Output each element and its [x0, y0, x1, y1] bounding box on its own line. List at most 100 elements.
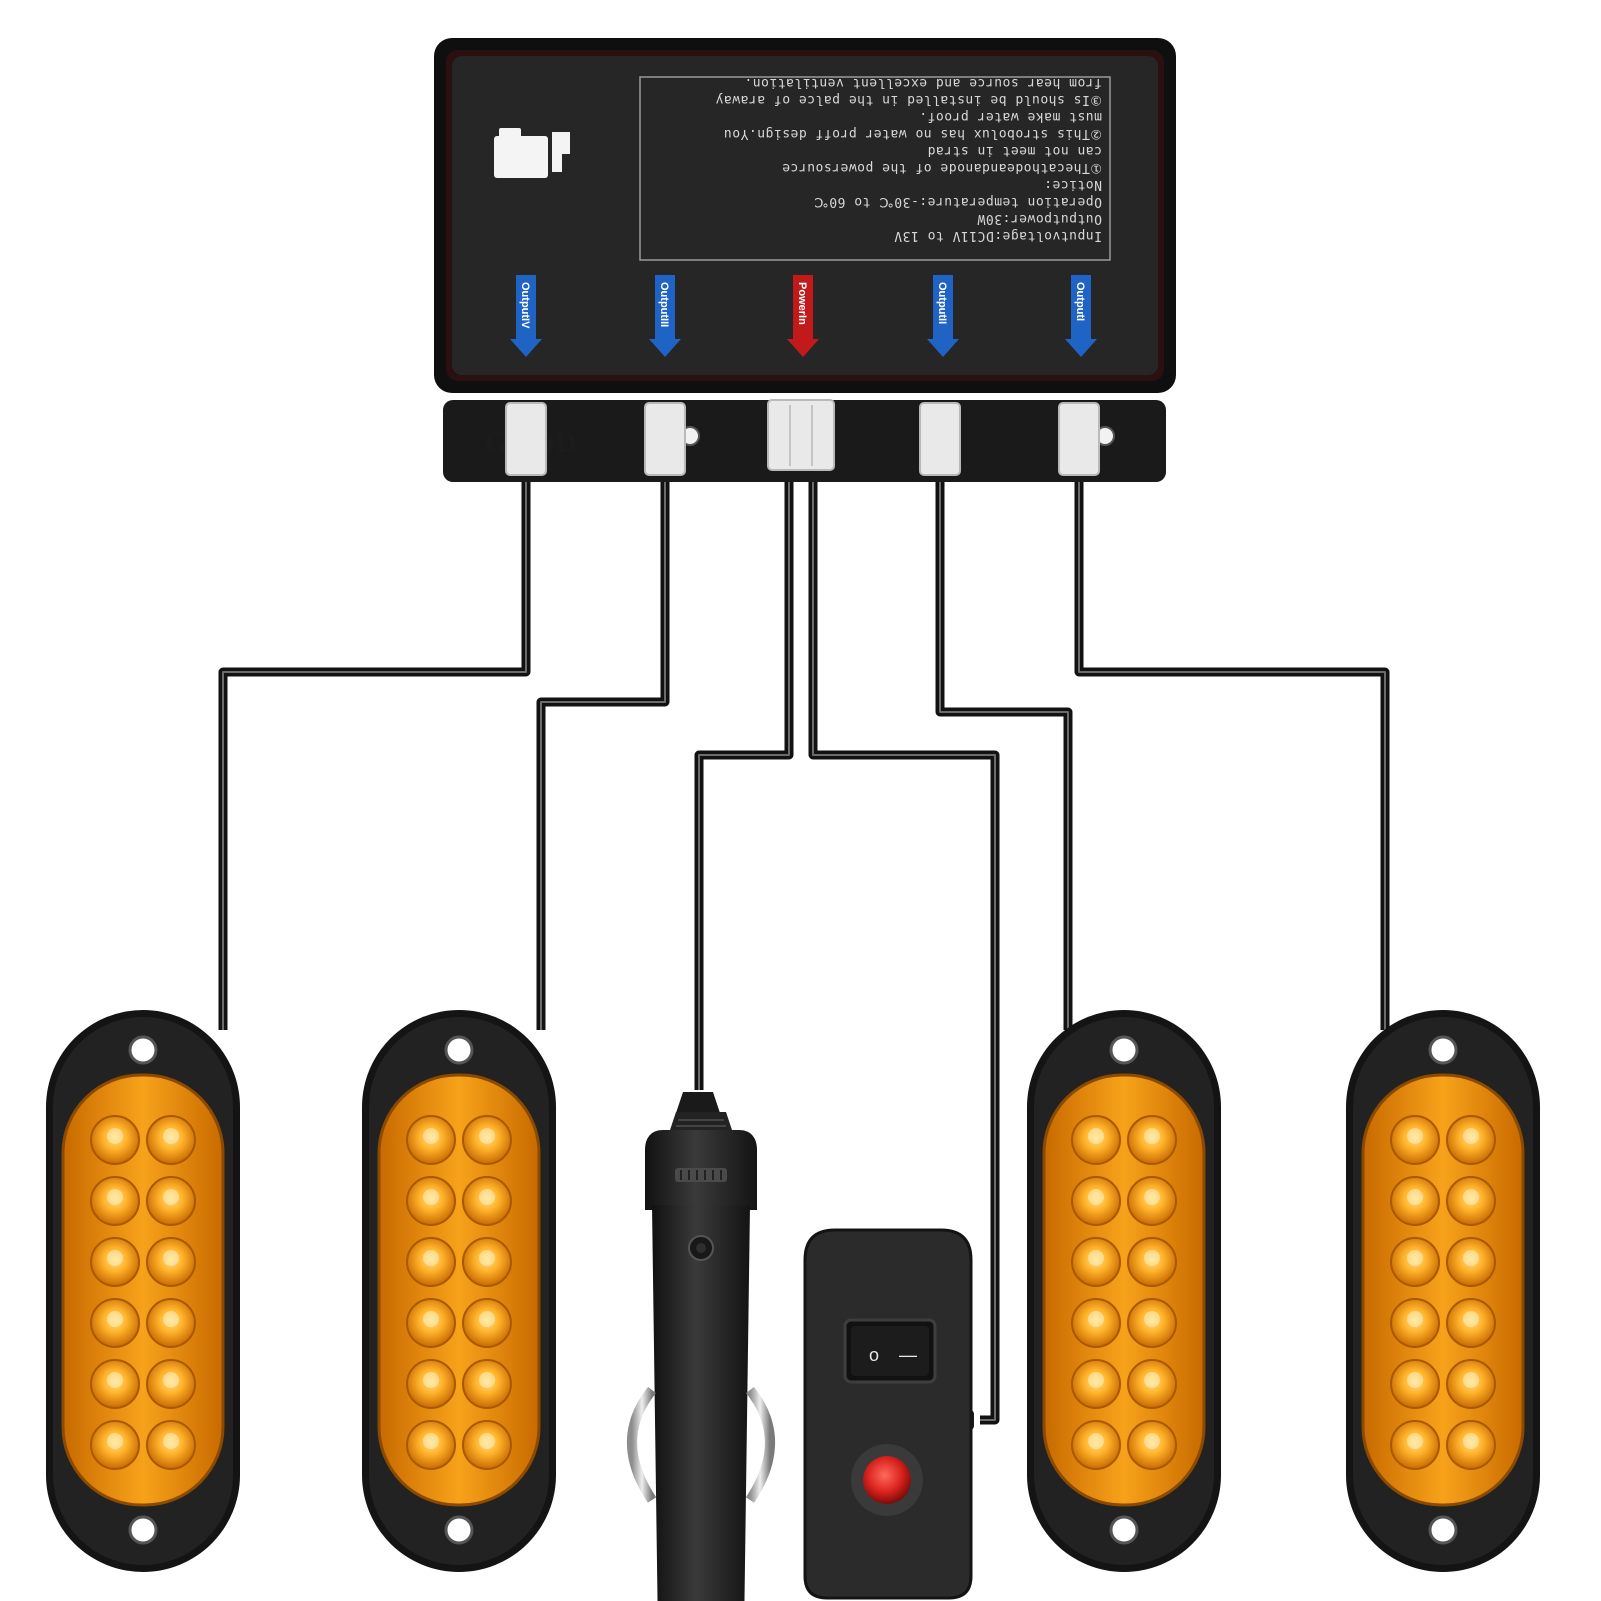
- switch-body: [803, 1228, 973, 1600]
- led-highlight: [1463, 1250, 1479, 1266]
- plug-cable-boot: [675, 1092, 721, 1116]
- led-highlight: [423, 1372, 439, 1388]
- notice-line: Operation temperature:-30℃ to 60℃: [814, 194, 1102, 209]
- notice-line: must make water proof.: [919, 109, 1102, 124]
- notice-line: ②This strobolux has no water proff desig…: [723, 126, 1102, 141]
- mount-hole-icon: [1428, 1035, 1458, 1065]
- led-highlight: [479, 1189, 495, 1205]
- led-highlight: [107, 1372, 123, 1388]
- led-highlight: [1144, 1433, 1160, 1449]
- led-highlight: [1407, 1311, 1423, 1327]
- strobe-lights: [46, 1010, 1540, 1572]
- port-label: PowerIn: [796, 282, 808, 325]
- led-highlight: [479, 1433, 495, 1449]
- strobe-light-module: [1346, 1010, 1540, 1572]
- led-highlight: [107, 1311, 123, 1327]
- led-highlight: [1144, 1189, 1160, 1205]
- led-highlight: [107, 1433, 123, 1449]
- led-highlight: [1407, 1128, 1423, 1144]
- notice-label-text: Inputvoltage:DC11V to 13V Outputpower:30…: [715, 75, 1102, 243]
- connector-outputIV: [505, 402, 547, 476]
- plug-spring-contact-left: [627, 1386, 657, 1503]
- plug-grip-ridges: [675, 1168, 727, 1182]
- mount-hole-icon: [444, 1035, 474, 1065]
- port-label: OutputIII: [658, 282, 670, 327]
- wiring-harness: [218, 478, 1390, 1425]
- mount-hole-icon: [1109, 1515, 1139, 1545]
- led-highlight: [1088, 1189, 1104, 1205]
- mount-hole-icon: [128, 1515, 158, 1545]
- port-label: OutputI: [1074, 282, 1086, 321]
- notice-line: Notice:: [1044, 177, 1102, 192]
- led-highlight: [1088, 1372, 1104, 1388]
- led-highlight: [1407, 1433, 1423, 1449]
- notice-line: ①Thecathodeandanode of the powersource: [782, 160, 1102, 175]
- port-label: OutputIV: [519, 282, 531, 329]
- led-highlight: [1088, 1311, 1104, 1327]
- amber-lens: [1361, 1073, 1525, 1507]
- amber-lens: [1042, 1073, 1206, 1507]
- notice-line: ③Is should be installed in the palce of …: [715, 92, 1102, 107]
- led-highlight: [163, 1189, 179, 1205]
- port-connectors: [505, 399, 1100, 476]
- notice-line: Inputvoltage:DC11V to 13V: [894, 228, 1102, 243]
- port-arrow-outputIII: OutputIII: [649, 275, 681, 357]
- red-push-button[interactable]: [863, 1456, 911, 1504]
- led-highlight: [1463, 1189, 1479, 1205]
- led-highlight: [1463, 1128, 1479, 1144]
- plug-body: [652, 1205, 750, 1601]
- port-label: OutputII: [936, 282, 948, 324]
- controller-panel: [452, 56, 1158, 375]
- led-highlight: [163, 1128, 179, 1144]
- port-arrow-outputIV: OutputIV: [510, 275, 542, 357]
- connector-outputIII: [644, 402, 686, 476]
- led-highlight: [423, 1189, 439, 1205]
- mount-hole-icon: [128, 1035, 158, 1065]
- led-highlight: [107, 1189, 123, 1205]
- led-highlight: [107, 1128, 123, 1144]
- led-highlight: [1144, 1250, 1160, 1266]
- strobe-controller-box: GOOD Inputvoltage:DC11V to 13V Outputpow…: [434, 38, 1176, 482]
- led-highlight: [423, 1433, 439, 1449]
- port-arrow-outputI: OutputI: [1065, 275, 1097, 357]
- led-highlight: [479, 1372, 495, 1388]
- strobe-light-module: [362, 1010, 556, 1572]
- notice-line: from hear source and excellent ventilati…: [744, 75, 1102, 90]
- led-highlight: [1463, 1433, 1479, 1449]
- led-highlight: [1144, 1311, 1160, 1327]
- notice-line: Outputpower:30W: [977, 211, 1102, 226]
- led-highlight: [479, 1311, 495, 1327]
- cigarette-lighter-plug: [627, 1092, 775, 1601]
- port-arrow-power-in: PowerIn: [787, 275, 819, 357]
- connector-outputI: [1058, 402, 1100, 476]
- led-highlight: [1088, 1250, 1104, 1266]
- device-pictogram-icon: [494, 128, 570, 178]
- switch-off-mark: o: [869, 1345, 879, 1365]
- led-highlight: [423, 1311, 439, 1327]
- led-highlight: [1144, 1372, 1160, 1388]
- amber-lens: [61, 1073, 225, 1507]
- led-highlight: [1088, 1433, 1104, 1449]
- led-highlight: [479, 1128, 495, 1144]
- strobe-light-module: [46, 1010, 240, 1572]
- amber-lens: [377, 1073, 541, 1507]
- switch-on-mark: —: [899, 1345, 917, 1365]
- led-highlight: [163, 1250, 179, 1266]
- led-highlight: [163, 1311, 179, 1327]
- led-highlight: [479, 1250, 495, 1266]
- led-highlight: [1407, 1250, 1423, 1266]
- led-highlight: [107, 1250, 123, 1266]
- led-highlight: [1407, 1189, 1423, 1205]
- led-highlight: [163, 1372, 179, 1388]
- rocker-switch-box: o —: [803, 1228, 974, 1600]
- mount-hole-icon: [1109, 1035, 1139, 1065]
- led-highlight: [1088, 1128, 1104, 1144]
- led-highlight: [423, 1128, 439, 1144]
- mount-hole-icon: [444, 1515, 474, 1545]
- led-highlight: [1463, 1372, 1479, 1388]
- led-highlight: [1463, 1311, 1479, 1327]
- strobe-light-module: [1027, 1010, 1221, 1572]
- led-highlight: [1407, 1372, 1423, 1388]
- led-highlight: [1144, 1128, 1160, 1144]
